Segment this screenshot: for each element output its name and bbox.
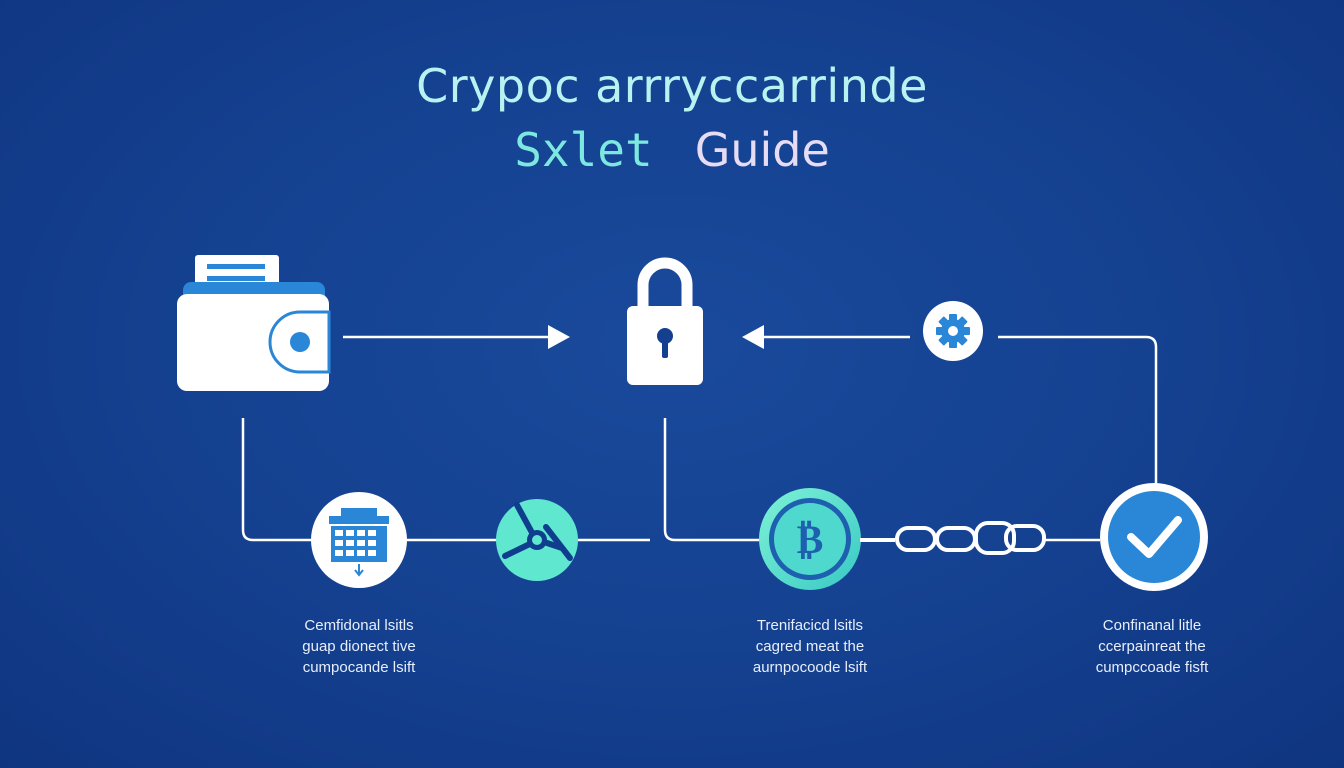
gear-icon [923,301,983,361]
caption-3-line-3: cumpccoade fisft [1095,659,1209,676]
caption-3: Confinanal litle ccerpainreat the cumpcc… [1052,615,1252,678]
subtitle-word-2: Guide [694,123,830,177]
arrowhead-left [742,325,764,349]
arrowheads [548,325,764,349]
subtitle-word-1: Sxlet [514,123,653,177]
caption-1-line-1: Cemfidonal lsitls [304,617,414,634]
diagram-subtitle: Sxlet Guide [0,120,1344,180]
padlock-icon [627,257,703,385]
caption-3-line-1: Confinanal litle [1102,617,1202,634]
connector-lines [241,335,1158,542]
connector-gear-to-check [998,335,1158,485]
svg-text:₿: ₿ [797,517,824,563]
aperture-icon [496,499,578,581]
caption-2-line-2: cagred meat the [755,638,865,655]
checkmark-icon [1100,483,1208,591]
diagram-title: Crypoc arrryccarrinde [416,59,928,113]
connector-wallet-down [241,418,312,542]
caption-3-line-2: ccerpainreat the [1098,638,1206,655]
bitcoin-coin-icon: ₿ [759,488,861,590]
wallet-icon [177,255,331,391]
caption-2: Trenifacicd lsitls cagred meat the aurnp… [710,615,910,678]
chain-link-icon [860,521,1046,555]
arrowhead-right [548,325,570,349]
caption-2-line-3: aurnpocoode lsift [752,659,868,676]
connector-lock-down [663,418,760,542]
bank-building-icon [311,492,407,588]
caption-1-line-2: guap dionect tive [302,638,416,655]
caption-2-line-1: Trenifacicd lsitls [756,617,864,634]
caption-1: Cemfidonal lsitls guap dionect tive cump… [259,615,459,678]
caption-1-line-3: cumpocande lsift [302,659,416,676]
